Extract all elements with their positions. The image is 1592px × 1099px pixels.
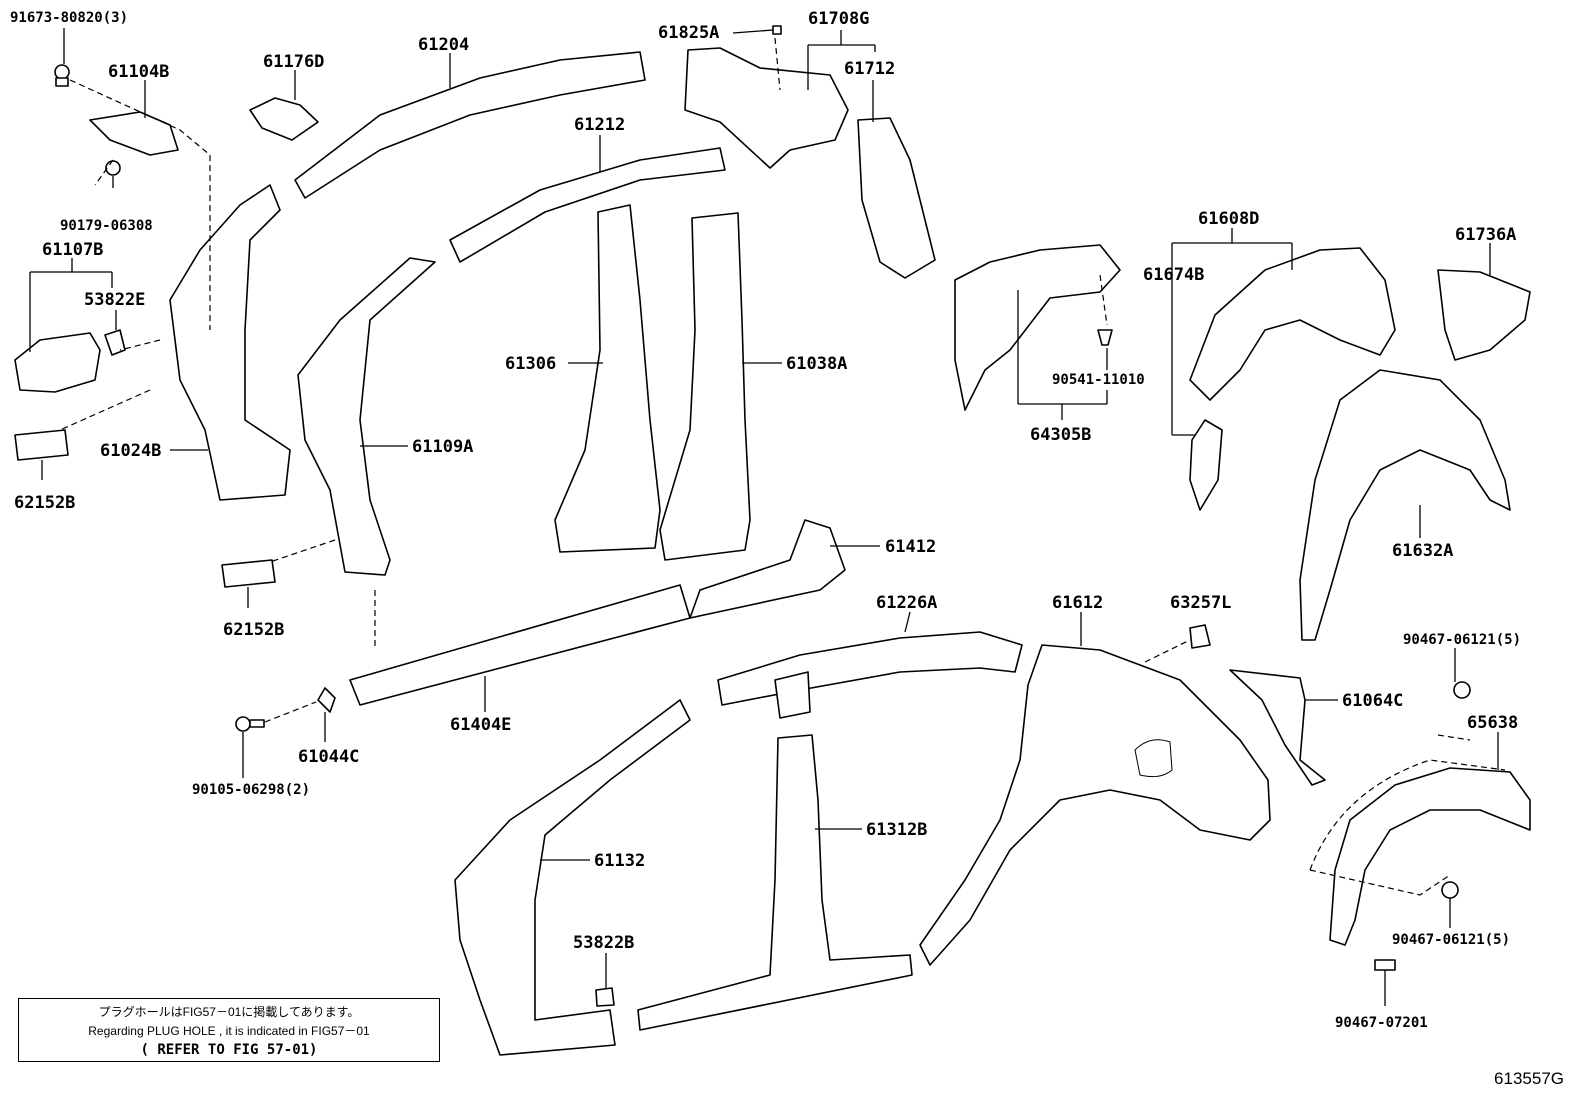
part-61674b-shape[interactable] — [1189, 419, 1223, 511]
part-61412-shape[interactable] — [689, 519, 846, 619]
part-64305b-shape[interactable] — [954, 244, 1121, 411]
part-62152b-block-2[interactable] — [221, 559, 276, 588]
note-refer-link[interactable]: ( REFER TO FIG 57-01) — [140, 1042, 318, 1058]
part-61306-shape[interactable] — [554, 204, 661, 553]
part-61024b-shape[interactable] — [169, 184, 291, 501]
label-90467-06121-lower[interactable]: 90467-06121(5) — [1392, 932, 1510, 948]
nut-90467-lower-icon — [1441, 881, 1459, 899]
label-61038a[interactable]: 61038A — [786, 354, 847, 374]
nut-90179-icon — [105, 160, 121, 176]
part-61226a-shape[interactable] — [717, 631, 1023, 706]
plug-hole-note: プラグホールはFIG57－01に掲載してあります。 Regarding PLUG… — [18, 998, 440, 1062]
figure-id: 613557G — [1494, 1069, 1564, 1088]
part-53822b-shape[interactable] — [595, 987, 615, 1007]
label-90105-06298[interactable]: 90105-06298(2) — [192, 782, 310, 798]
label-61612[interactable]: 61612 — [1052, 593, 1103, 613]
note-japanese-text: プラグホールはFIG57－01に掲載してあります。 — [98, 1005, 360, 1019]
label-61104b[interactable]: 61104B — [108, 62, 169, 82]
part-65638-shape[interactable] — [1329, 767, 1531, 946]
note-english-text: Regarding PLUG HOLE , it is indicated in… — [88, 1024, 370, 1038]
label-61044c[interactable]: 61044C — [298, 747, 359, 767]
label-62152b-upper[interactable]: 62152B — [14, 493, 75, 513]
label-61674b[interactable]: 61674B — [1143, 265, 1204, 285]
label-61204[interactable]: 61204 — [418, 35, 469, 55]
label-61107b[interactable]: 61107B — [42, 240, 103, 260]
label-90179-06308[interactable]: 90179-06308 — [60, 218, 153, 234]
label-53822b[interactable]: 53822B — [573, 933, 634, 953]
assembly-dashed-lines — [59, 37, 1471, 741]
label-61708g[interactable]: 61708G — [808, 9, 869, 29]
label-61176d[interactable]: 61176D — [263, 52, 324, 72]
part-61212-shape[interactable] — [449, 147, 726, 263]
bolt-91673-icon — [54, 64, 70, 87]
part-61825a-icon — [772, 25, 782, 35]
label-65638[interactable]: 65638 — [1467, 713, 1518, 733]
label-61306[interactable]: 61306 — [505, 354, 556, 374]
label-61064c[interactable]: 61064C — [1342, 691, 1403, 711]
part-61712-shape[interactable] — [857, 117, 936, 279]
part-61708g-shape[interactable] — [684, 47, 849, 169]
label-61404e[interactable]: 61404E — [450, 715, 511, 735]
label-61608d[interactable]: 61608D — [1198, 209, 1259, 229]
part-61312b-shape[interactable] — [637, 734, 913, 1031]
label-90541-11010[interactable]: 90541-11010 — [1052, 372, 1145, 388]
label-61132[interactable]: 61132 — [594, 851, 645, 871]
clip-90467-07201-icon — [1374, 959, 1396, 971]
label-61412[interactable]: 61412 — [885, 537, 936, 557]
label-61024b[interactable]: 61024B — [100, 441, 161, 461]
part-63257l-shape[interactable] — [1189, 624, 1211, 649]
label-63257l[interactable]: 63257L — [1170, 593, 1231, 613]
part-61204-shape[interactable] — [294, 51, 646, 199]
part-61612-shape[interactable] — [919, 644, 1271, 966]
part-61064c-shape[interactable] — [1229, 669, 1326, 786]
label-53822e[interactable]: 53822E — [84, 290, 145, 310]
nut-90467-upper-icon — [1453, 681, 1471, 699]
label-61226a[interactable]: 61226A — [876, 593, 937, 613]
label-61212[interactable]: 61212 — [574, 115, 625, 135]
leader-lines — [29, 28, 1499, 1006]
label-61312b[interactable]: 61312B — [866, 820, 927, 840]
label-90467-06121-upper[interactable]: 90467-06121(5) — [1403, 632, 1521, 648]
label-61632a[interactable]: 61632A — [1392, 541, 1453, 561]
label-61825a[interactable]: 61825A — [658, 23, 719, 43]
label-62152b-lower[interactable]: 62152B — [223, 620, 284, 640]
clip-90541-icon — [1097, 329, 1113, 346]
label-61109a[interactable]: 61109A — [412, 437, 473, 457]
label-90467-07201[interactable]: 90467-07201 — [1335, 1015, 1428, 1031]
part-61109a-shape[interactable] — [297, 257, 436, 576]
part-53822e-shape[interactable] — [104, 329, 126, 356]
part-61632a-shape[interactable] — [1299, 369, 1511, 641]
part-61044c-shape[interactable] — [317, 687, 336, 713]
part-61038a-shape[interactable] — [659, 212, 751, 561]
label-61736a[interactable]: 61736A — [1455, 225, 1516, 245]
part-62152b-block-1[interactable] — [14, 429, 69, 461]
part-61404e-shape[interactable] — [349, 584, 691, 706]
part-61107b-shape[interactable] — [14, 332, 101, 393]
part-61104b-shape[interactable] — [89, 111, 179, 156]
part-61608d-shape[interactable] — [1189, 247, 1396, 401]
label-91673-80820[interactable]: 91673-80820(3) — [10, 10, 128, 26]
label-61712[interactable]: 61712 — [844, 59, 895, 79]
bolt-90105-icon — [235, 716, 265, 732]
part-61736a-shape[interactable] — [1437, 269, 1531, 361]
label-64305b[interactable]: 64305B — [1030, 425, 1091, 445]
part-61132-shape[interactable] — [454, 699, 691, 1056]
part-61176d-shape[interactable] — [249, 97, 319, 141]
